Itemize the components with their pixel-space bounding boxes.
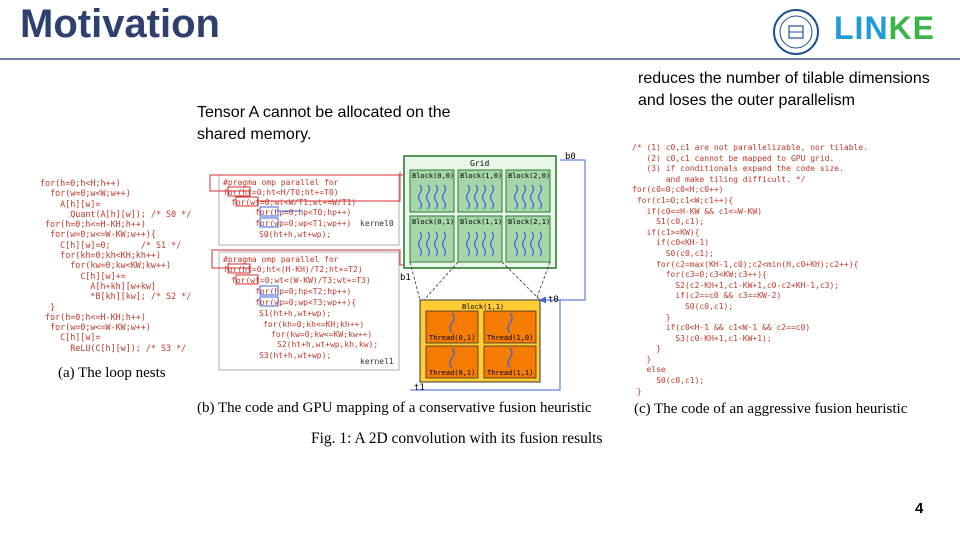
title-divider <box>0 58 960 60</box>
kernel1-line-4: S1(ht+h,wt+wp); <box>259 309 331 318</box>
kernel1-line-2: for(hp=0;hp<T2;hp++) <box>255 287 351 296</box>
kernel1-box: #pragma omp parallel for for(ht=0;ht<(H-… <box>218 251 400 371</box>
aggressive-fusion-code: /* (1) c0,c1 are not parallelizable, nor… <box>632 143 869 396</box>
caption-c: (c) The code of an aggressive fusion heu… <box>634 401 908 417</box>
edge-label-t0: t0 <box>548 295 559 305</box>
zoom-lines <box>409 261 551 301</box>
block-panel-label: Block(1,1) <box>462 303 504 311</box>
kernel0-label: kernel0 <box>360 219 394 228</box>
tensor-a-note: Tensor A cannot be allocated on the shar… <box>197 104 451 143</box>
block-label-2: Block(2,0) <box>508 172 550 180</box>
thread-wave-icons-block <box>449 312 513 369</box>
logo-text-end: KE <box>888 10 935 46</box>
kernel0-box: #pragma omp parallel for for(ht=0;ht<H/T… <box>218 174 400 246</box>
kernel0-line-0: for(ht=0;ht<H/T0;ht+=T0) <box>223 188 339 197</box>
thread-label-1: Thread(1,0) <box>487 334 533 342</box>
block-label-5: Block(2,1) <box>508 218 550 226</box>
kernel1-line-5: for(kh=0;kh<=KH;kh++) <box>263 320 364 329</box>
kernel1-pragma: #pragma omp parallel for <box>223 255 339 264</box>
edge-label-b1: b1 <box>400 273 411 283</box>
tilable-note: reduces the number of tilable dimensions… <box>638 70 930 109</box>
grid-label: Grid <box>470 159 489 168</box>
page-number: 4 <box>915 500 924 517</box>
block-label-0: Block(0,0) <box>412 172 454 180</box>
gpu-grid: Grid Block(0,0) Block(1,0) Block(2,0) Bl… <box>400 152 576 283</box>
thread-label-3: Thread(1,1) <box>487 369 533 377</box>
block-1-1-panel: Block(1,1) Thread(0,1) Thread(1,0) Threa… <box>414 295 559 393</box>
university-seal-icon <box>773 9 819 55</box>
kernel1-line-8: S3(ht+h,wt+wp); <box>259 351 331 360</box>
grid-blocks: Block(0,0) Block(1,0) Block(2,0) Block(0… <box>409 169 551 263</box>
edge-label-b0: b0 <box>565 152 576 162</box>
kernel1-line-6: for(kw=0;kw<=KW;kw++) <box>271 330 372 339</box>
linke-logo: LINKE <box>834 10 935 47</box>
mapping-arrows <box>209 159 586 391</box>
caption-b: (b) The code and GPU mapping of a conser… <box>197 400 592 416</box>
edge-label-t1: t1 <box>414 383 425 393</box>
slide-title: Motivation <box>20 2 220 46</box>
kernel1-line-3: for(wp=0;wp<T3;wp++){ <box>255 298 356 307</box>
kernel1-label: kernel1 <box>360 357 394 366</box>
block-label-3: Block(0,1) <box>412 218 454 226</box>
block-label-4: Block(1,1) <box>460 218 502 226</box>
kernel0-pragma: #pragma omp parallel for <box>223 178 339 187</box>
kernel0-line-4: S0(ht+h,wt+wp); <box>259 230 331 239</box>
figure-caption: Fig. 1: A 2D convolution with its fusion… <box>311 430 603 447</box>
thread-wave-icons <box>417 184 543 257</box>
loop-nests-code: for(h=0;h<H;h++) for(w=0;w<W;w++) A[h][w… <box>40 178 192 353</box>
thread-label-0: Thread(0,1) <box>429 334 475 342</box>
logo-n-icon: N <box>864 10 889 46</box>
thread-label-2: Thread(0,1) <box>429 369 475 377</box>
kernel1-line-0: for(ht=0;ht<(H-KH)/T2;ht+=T2) <box>223 265 363 274</box>
kernel0-line-1: for(wt=0;wt<W/T1;wt+=W/T1) <box>231 198 356 207</box>
block-label-1: Block(1,0) <box>460 172 502 180</box>
kernel1-line-7: S2(ht+h,wt+wp,kh,kw); <box>277 340 378 349</box>
kernel0-line-2: for(hp=0;hp<T0;hp++) <box>255 208 351 217</box>
kernel0-line-3: for(wp=0;wp<T1;wp++) <box>255 219 351 228</box>
kernel1-line-1: for(wt=0;wt<(W-KW)/T3;wt+=T3) <box>231 276 371 285</box>
logo-text-start: LI <box>834 10 865 46</box>
caption-a: (a) The loop nests <box>58 365 166 381</box>
